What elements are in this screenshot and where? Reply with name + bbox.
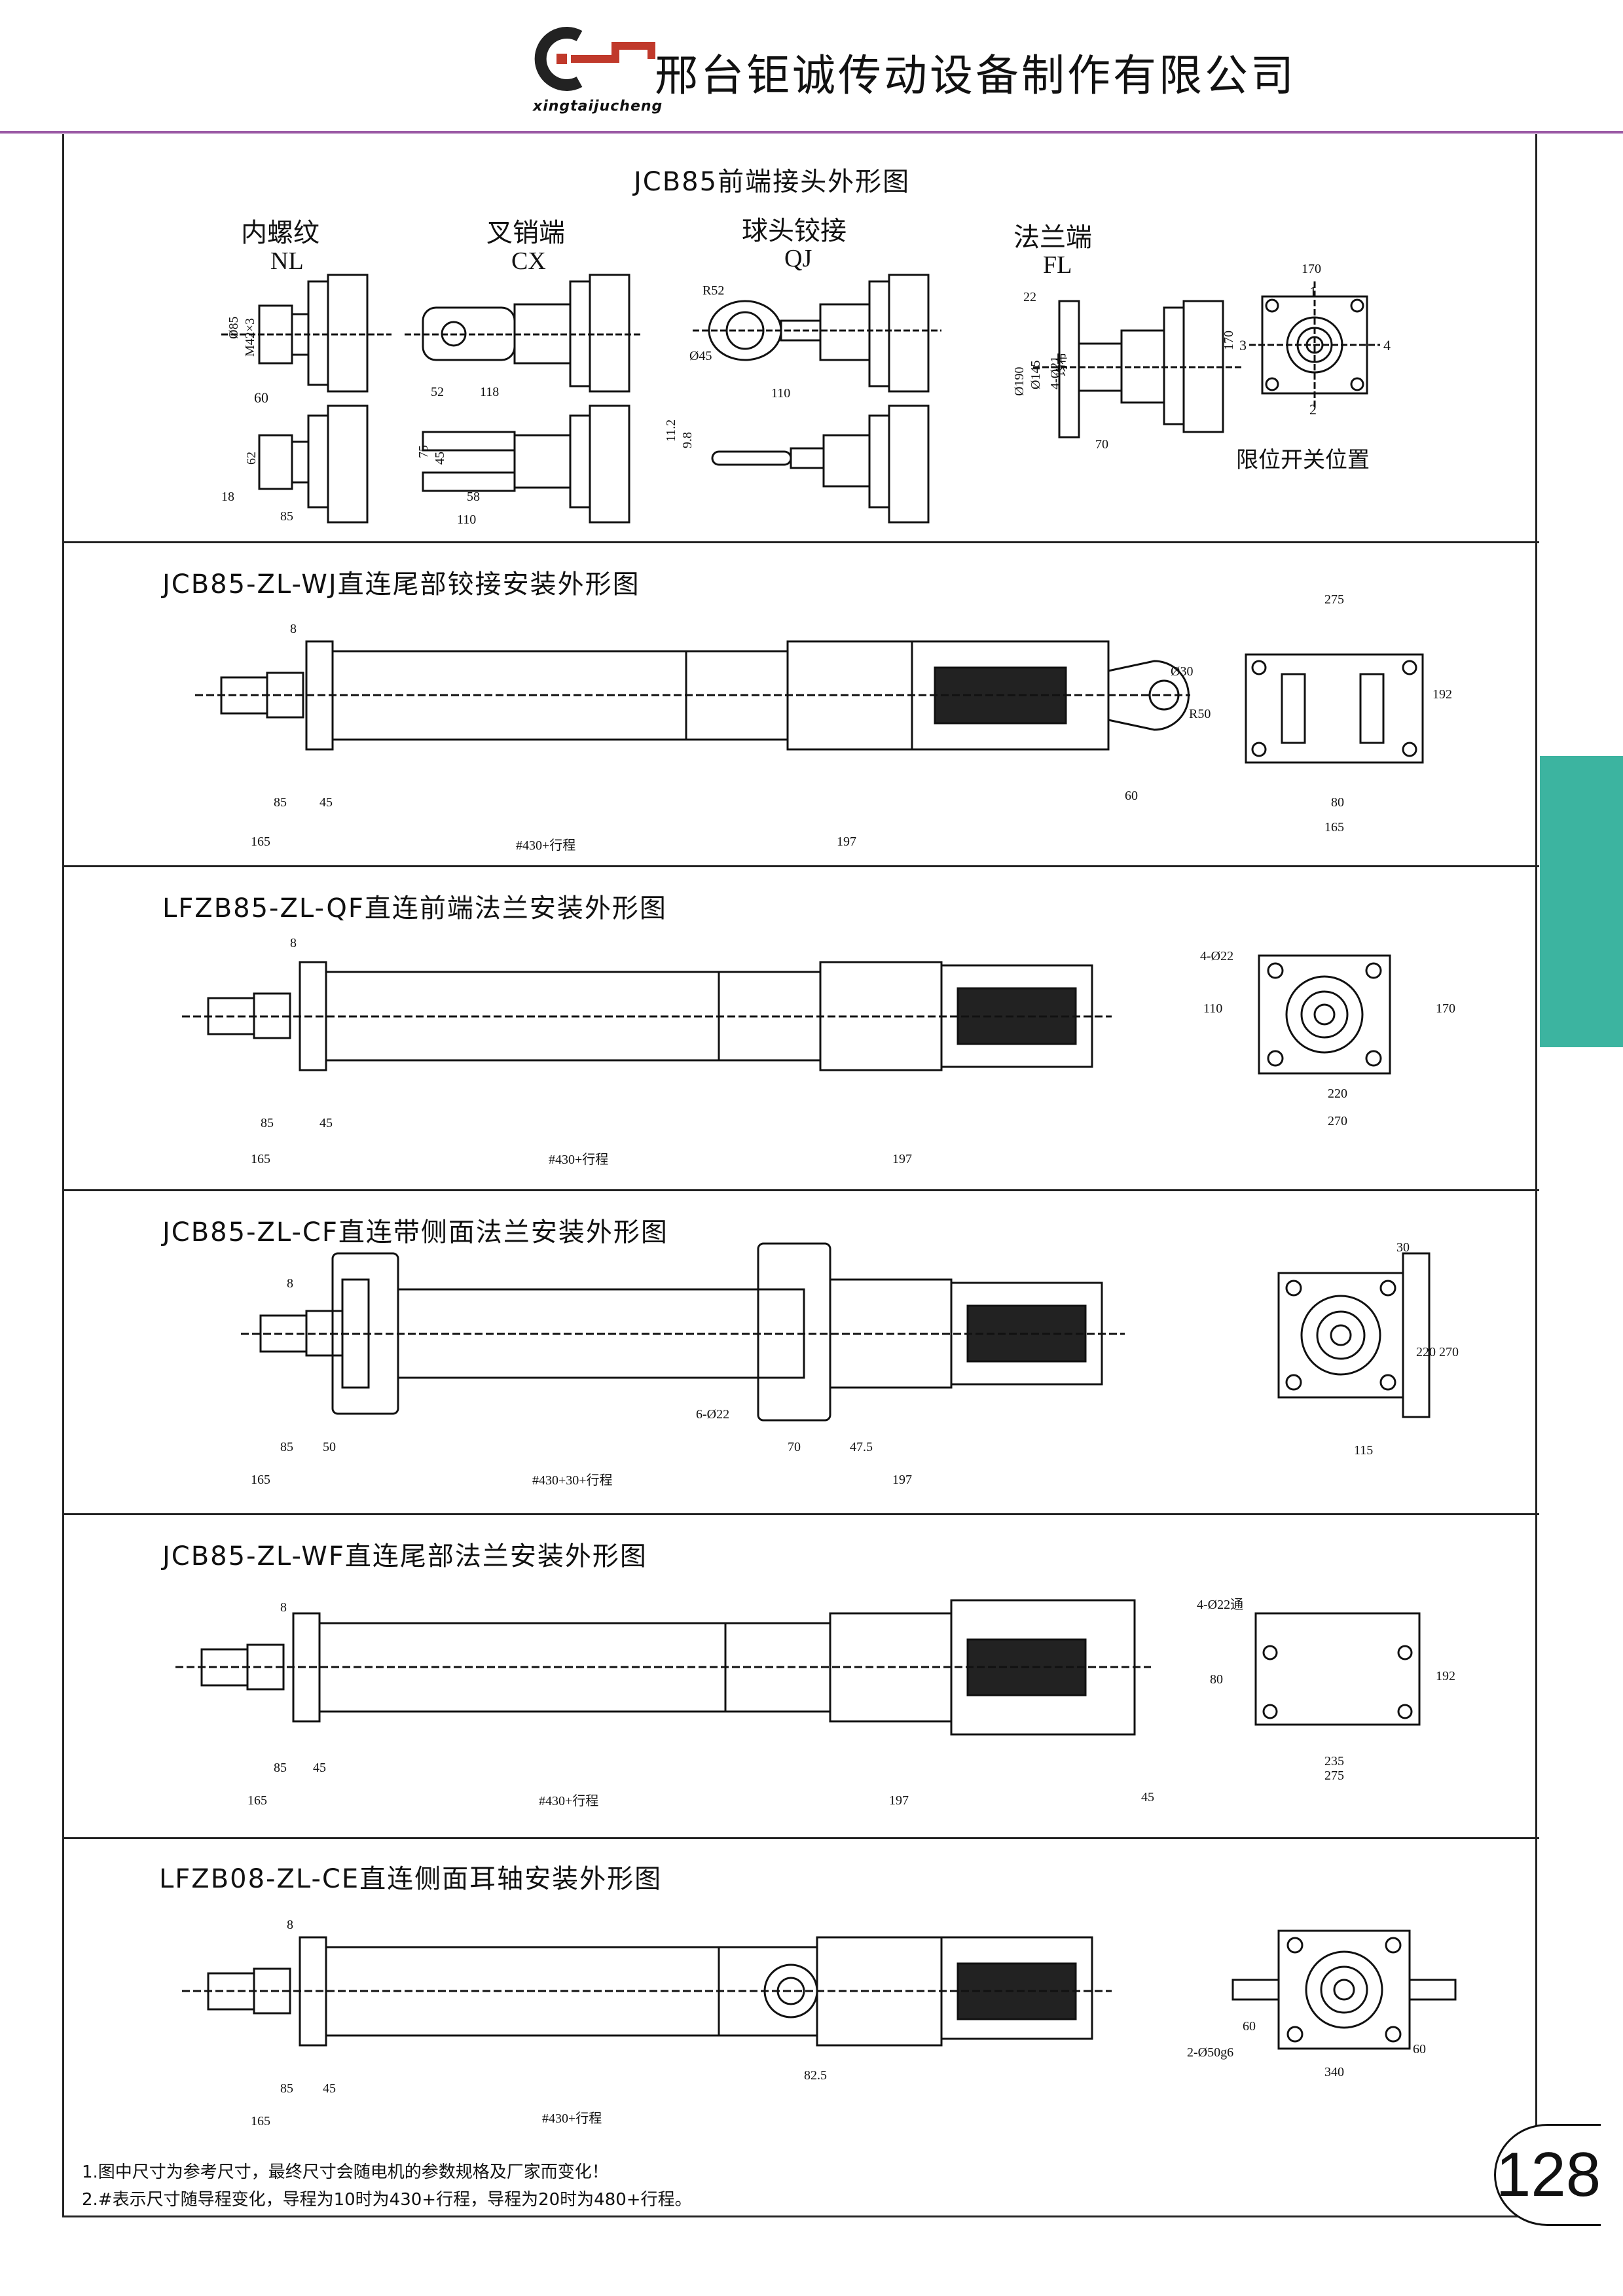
dim: 110 xyxy=(771,386,790,401)
limit-pos: 4 xyxy=(1383,337,1391,353)
end-type-name: 内螺纹 xyxy=(241,218,319,248)
dim: 9.8 xyxy=(680,432,695,448)
cx-drawing-bottom: 75 45 58 110 xyxy=(416,404,630,527)
qj-drawing-top: R52 Ø45 110 xyxy=(689,274,941,401)
section-title: JCB85前端接头外形图 xyxy=(634,167,911,197)
mounting-section-wj: JCB85-ZL-WJ直连尾部铰接安装外形图 xyxy=(64,543,1539,867)
actuator-drawing xyxy=(182,954,1391,1075)
end-type-name: 法兰端 xyxy=(1013,223,1092,253)
limit-switch-label: 限位开关位置 xyxy=(1236,447,1370,473)
nl-drawing-bottom: 62 18 85 xyxy=(221,404,369,524)
dim: 18 xyxy=(221,490,234,504)
limit-switch-drawing: 170 170 1 2 3 4 xyxy=(1222,262,1391,418)
front-end-drawings: 60 Ø85 M42×3 62 18 85 52 118 xyxy=(221,262,1391,527)
actuator-drawing xyxy=(195,640,1424,764)
header-divider xyxy=(0,131,1623,134)
dim: Ø85 xyxy=(227,317,241,339)
actuator-drawing xyxy=(182,1929,1457,2050)
section-title: LFZB85-ZL-QF直连前端法兰安装外形图 xyxy=(162,893,667,924)
end-type-code: FL xyxy=(1043,251,1072,279)
footnotes: 1.图中尺寸为参考尺寸，最终尺寸会随电机的参数规格及厂家而变化！ 2.#表示尺寸… xyxy=(82,2159,692,2214)
end-type-name: 叉销端 xyxy=(486,218,565,248)
end-type-name: 球头铰接 xyxy=(742,216,847,246)
mounting-section-ce: LFZB08-ZL-CE直连侧面耳轴安装外形图 xyxy=(64,1839,1539,2163)
dim: 75 xyxy=(416,445,431,458)
page-number: 128 xyxy=(1494,2124,1601,2226)
dim: 58 xyxy=(467,490,480,504)
dim: 52 xyxy=(431,385,444,399)
actuator-drawing xyxy=(175,1599,1421,1736)
dim: 11.2 xyxy=(664,420,678,442)
dim: 62 xyxy=(244,452,259,465)
company-logo-icon xyxy=(534,27,655,91)
footnote: 1.图中尺寸为参考尺寸，最终尺寸会随电机的参数规格及厂家而变化！ xyxy=(82,2162,609,2182)
section-title: JCB85-ZL-CF直连带侧面法兰安装外形图 xyxy=(162,1217,668,1247)
section-title: JCB85-ZL-WJ直连尾部铰接安装外形图 xyxy=(162,569,640,600)
drawing-frame: JCB85前端接头外形图 内螺纹 NL 叉销端 CX 球头铰接 QJ 法兰端 F… xyxy=(62,134,1539,2217)
qj-drawing-bottom: 11.2 9.8 xyxy=(664,404,930,524)
dim: 170 xyxy=(1302,262,1321,276)
mounting-section-qf: LFZB85-ZL-QF直连前端法兰安装外形图 xyxy=(64,867,1539,1191)
section-title: LFZB08-ZL-CE直连侧面耳轴安装外形图 xyxy=(159,1864,663,1894)
end-type-code: NL xyxy=(270,247,304,275)
dim: 85 xyxy=(280,509,293,524)
dim: 均布 xyxy=(1055,353,1068,376)
dim: 60 xyxy=(254,389,268,406)
dim: M42×3 xyxy=(243,318,257,357)
actuator-drawing xyxy=(241,1242,1431,1422)
mounting-section-wf: JCB85-ZL-WF直连尾部法兰安装外形图 xyxy=(64,1515,1539,1839)
dim: R52 xyxy=(702,283,724,298)
dim: 4-Ø21 xyxy=(1048,356,1063,389)
logo-subtext: xingtaijucheng xyxy=(533,98,663,115)
cx-drawing-top: 52 118 xyxy=(405,274,640,399)
dim: Ø190 xyxy=(1012,367,1027,396)
dim: 170 xyxy=(1222,331,1236,350)
end-type-code: QJ xyxy=(784,245,812,272)
dim: Ø145 xyxy=(1029,361,1043,389)
dim: Ø45 xyxy=(689,349,712,363)
limit-pos: 1 xyxy=(1309,283,1317,300)
limit-pos: 2 xyxy=(1309,401,1317,418)
section-title: JCB85-ZL-WF直连尾部法兰安装外形图 xyxy=(162,1541,647,1571)
company-name: 邢台钜诚传动设备制作有限公司 xyxy=(655,50,1296,101)
mounting-section-cf: JCB85-ZL-CF直连带侧面法兰安装外形图 xyxy=(64,1191,1539,1515)
nl-drawing-top: 60 Ø85 M42×3 xyxy=(221,274,392,406)
side-tab xyxy=(1540,756,1623,1047)
page-header: xingtaijucheng 邢台钜诚传动设备制作有限公司 xyxy=(0,0,1623,134)
footnote: 2.#表示尺寸随导程变化，导程为10时为430+行程，导程为20时为480+行程… xyxy=(82,2190,692,2210)
dim: 22 xyxy=(1023,290,1036,304)
dim: 45 xyxy=(433,452,447,465)
end-type-code: CX xyxy=(511,247,546,275)
fl-drawing: 22 Ø190 Ø145 4-Ø21 均布 70 xyxy=(1012,290,1243,452)
dim: 70 xyxy=(1095,437,1108,452)
front-end-section: JCB85前端接头外形图 内螺纹 NL 叉销端 CX 球头铰接 QJ 法兰端 F… xyxy=(64,134,1539,543)
dim: 110 xyxy=(457,512,476,527)
limit-pos: 3 xyxy=(1239,337,1247,353)
dim: 118 xyxy=(480,385,499,399)
